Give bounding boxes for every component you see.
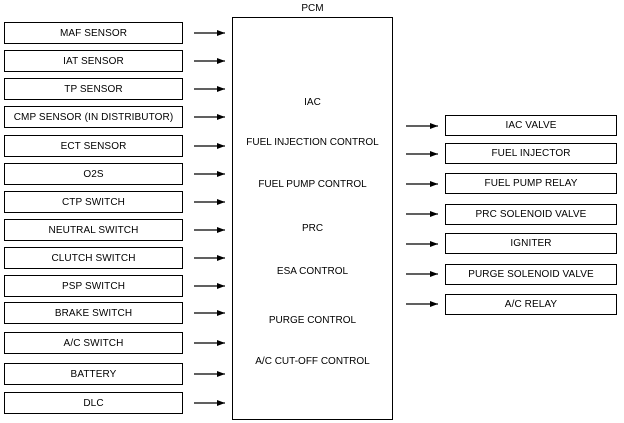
output-purge-solenoid-valve: PURGE SOLENOID VALVE (445, 264, 617, 285)
output-fuel-injector: FUEL INJECTOR (445, 143, 617, 164)
input-ect-sensor: ECT SENSOR (4, 135, 183, 157)
input-brake-switch: BRAKE SWITCH (4, 302, 183, 324)
output-igniter: IGNITER (445, 233, 617, 254)
output-ac-relay: A/C RELAY (445, 294, 617, 315)
input-battery: BATTERY (4, 363, 183, 385)
input-maf-sensor: MAF SENSOR (4, 22, 183, 44)
input-o2s: O2S (4, 163, 183, 185)
input-ctp-switch: CTP SWITCH (4, 191, 183, 213)
input-neutral-switch: NEUTRAL SWITCH (4, 219, 183, 241)
pcm-function-ac-cut-off-control: A/C CUT-OFF CONTROL (255, 356, 370, 367)
output-arrows (406, 123, 438, 307)
input-dlc: DLC (4, 392, 183, 414)
input-ac-switch: A/C SWITCH (4, 332, 183, 354)
pcm-block (232, 17, 393, 420)
output-fuel-pump-relay: FUEL PUMP RELAY (445, 173, 617, 194)
input-arrows (194, 30, 225, 406)
input-clutch-switch: CLUTCH SWITCH (4, 247, 183, 269)
pcm-function-fuel-injection-control: FUEL INJECTION CONTROL (246, 137, 379, 148)
input-psp-switch: PSP SWITCH (4, 275, 183, 297)
pcm-function-prc: PRC (301, 223, 324, 234)
pcm-function-iac: IAC (304, 97, 321, 108)
pcm-title: PCM (301, 3, 324, 14)
input-cmp-sensor: CMP SENSOR (IN DISTRIBUTOR) (4, 106, 183, 128)
pcm-function-esa-control: ESA CONTROL (276, 266, 349, 277)
input-tp-sensor: TP SENSOR (4, 78, 183, 100)
input-iat-sensor: IAT SENSOR (4, 50, 183, 72)
pcm-function-fuel-pump-control: FUEL PUMP CONTROL (258, 179, 367, 190)
output-prc-solenoid-valve: PRC SOLENOID VALVE (445, 204, 617, 225)
output-iac-valve: IAC VALVE (445, 115, 617, 136)
pcm-function-purge-control: PURGE CONTROL (268, 315, 357, 326)
